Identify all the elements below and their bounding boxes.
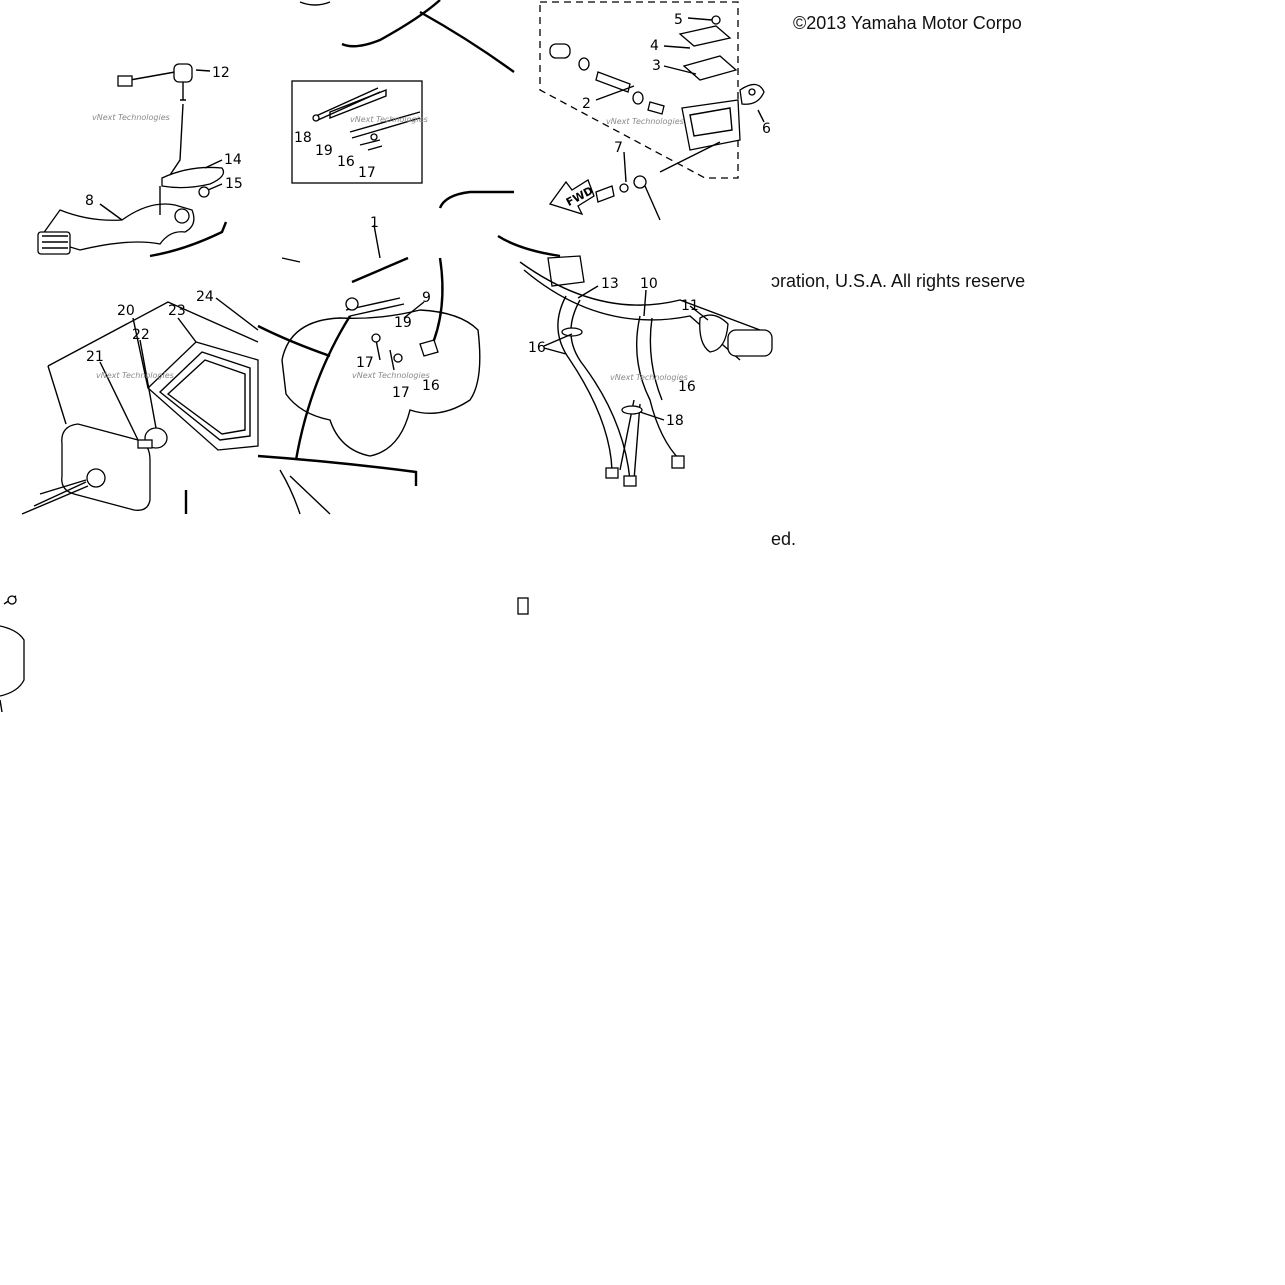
- watermark-text: vNext Technologies: [96, 371, 174, 380]
- callout-16: 16: [678, 379, 696, 395]
- callout-18: 18: [666, 413, 684, 429]
- callout-16: 16: [337, 154, 355, 170]
- callout-23: 23: [168, 303, 186, 319]
- callout-15: 15: [225, 176, 243, 192]
- watermark-text: vNext Technologies: [92, 113, 170, 122]
- brake-pedal-assembly: 12 14 15 8 vNext Technologies: [37, 63, 243, 258]
- copyright-line-1: ©2013 Yamaha Motor Corpo: [793, 13, 1022, 33]
- callout-10: 10: [640, 276, 658, 292]
- callout-2: 2: [582, 96, 591, 112]
- callout-13: 13: [601, 276, 619, 292]
- tail-light-fragment: [0, 595, 25, 713]
- callout-11: 11: [681, 298, 699, 314]
- callout-8: 8: [85, 193, 94, 209]
- watermark-text: vNext Technologies: [606, 117, 684, 126]
- callout-6: 6: [762, 121, 771, 137]
- callout-9: 9: [422, 290, 431, 306]
- callout-12: 12: [212, 65, 230, 81]
- callout-21: 21: [86, 349, 104, 365]
- copyright-line-2: ɔration, U.S.A. All rights reserve: [771, 271, 1026, 291]
- callout-4: 4: [650, 38, 659, 54]
- callout-1: 1: [370, 215, 379, 231]
- callout-24: 24: [196, 289, 214, 305]
- callout-19: 19: [315, 143, 333, 159]
- callout-3: 3: [652, 58, 661, 74]
- callout-22: 22: [132, 327, 150, 343]
- watermark-text: vNext Technologies: [352, 371, 430, 380]
- callout-7: 7: [614, 140, 623, 156]
- frame-wiring-assembly: 9 19 17 17 16 vNext Technologies: [257, 257, 481, 515]
- callout-17: 17: [392, 385, 410, 401]
- watermark-text: vNext Technologies: [350, 115, 428, 124]
- handlebar-wiring-assembly: 13 10 11 16 16 18 vNext Technologies: [497, 234, 773, 615]
- watermark-text: vNext Technologies: [610, 373, 688, 382]
- callout-14: 14: [224, 152, 242, 168]
- callout-19: 19: [394, 315, 412, 331]
- callout-17: 17: [356, 355, 374, 371]
- callout-18: 18: [294, 130, 312, 146]
- copyright-line-3: ed.: [771, 529, 797, 549]
- callout-20: 20: [117, 303, 135, 319]
- callout-17: 17: [358, 165, 376, 181]
- cable-tie-inset: 18 19 16 17 vNext Technologies 1: [291, 0, 515, 284]
- tail-light-assembly: 20 22 23 24 21 vNext Technologies: [21, 289, 259, 515]
- callout-16: 16: [528, 340, 546, 356]
- callout-16: 16: [422, 378, 440, 394]
- master-cylinder-assembly: FWD 5 4 3 2 6 7 vNext Technologies: [539, 1, 771, 221]
- callout-5: 5: [674, 12, 683, 28]
